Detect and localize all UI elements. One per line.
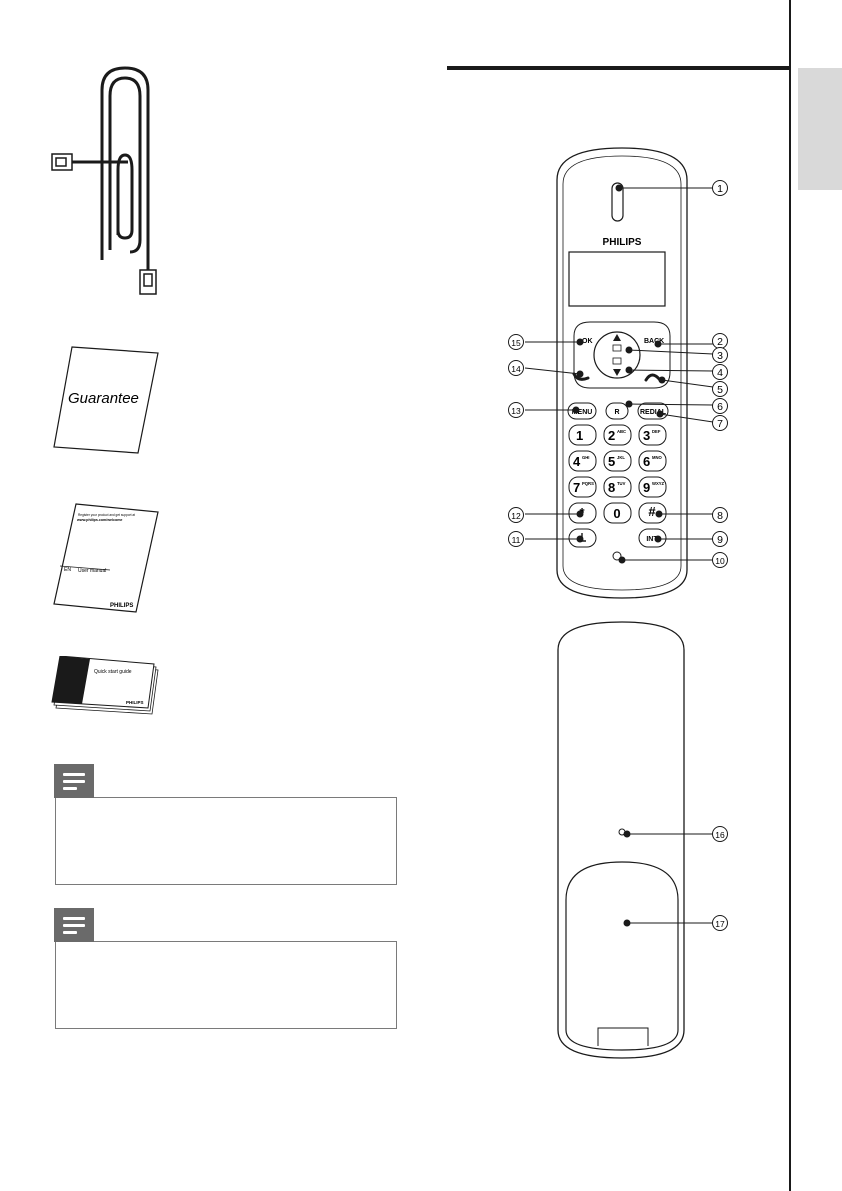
qsg-title: Quick start guide — [94, 669, 132, 675]
key-9[interactable] — [638, 476, 667, 498]
up-arrow-icon[interactable] — [613, 334, 621, 341]
note-icon — [54, 908, 94, 942]
handset-front-diagram: PHILIPS OK BACK MENU R REDIAL 1 2 ABC 3 … — [556, 147, 688, 599]
recall-key[interactable] — [605, 402, 629, 420]
telephone-line-cord-illustration — [51, 66, 157, 295]
key-5[interactable] — [603, 450, 632, 472]
key-7[interactable] — [568, 476, 597, 498]
guarantee-label: Guarantee — [68, 390, 139, 407]
key-4-digit: 4 — [573, 454, 581, 469]
battery-cover[interactable] — [565, 861, 679, 1051]
guarantee-booklet-illustration: Guarantee — [53, 346, 159, 454]
key-7-digit: 7 — [573, 480, 580, 495]
phonebook-icon — [612, 357, 622, 365]
back-key[interactable]: BACK — [644, 338, 664, 345]
intercom-key-label: INT — [646, 536, 658, 543]
display-screen — [568, 251, 666, 307]
note-box-1 — [55, 797, 397, 885]
quick-start-guide-illustration: Quick start guide PHILIPS — [51, 656, 159, 715]
hash-key[interactable] — [638, 502, 667, 524]
callout-16: 16 — [715, 830, 725, 840]
earpiece-icon — [611, 182, 624, 222]
key-1-digit: 1 — [576, 428, 583, 443]
key-2[interactable] — [603, 424, 632, 446]
section-side-tab — [798, 68, 842, 190]
note-icon — [54, 764, 94, 798]
manual-title: User manual — [78, 568, 106, 574]
hash-key-label: # — [648, 504, 656, 519]
section-top-rule — [447, 66, 789, 70]
key-4[interactable] — [568, 450, 597, 472]
key-6-letters: MNO — [652, 455, 663, 460]
key-4-letters: GHI — [582, 455, 589, 460]
key-5-letters: JKL — [617, 455, 625, 460]
menu-key-label: MENU — [572, 409, 593, 416]
intercom-key[interactable] — [638, 528, 667, 548]
talk-icon[interactable] — [572, 372, 590, 381]
key-2-letters: ABC — [617, 429, 626, 434]
key-1[interactable] — [568, 424, 597, 446]
callout-17: 17 — [715, 919, 725, 929]
key-8-letters: TUV — [617, 481, 626, 486]
note-box-2 — [55, 941, 397, 1029]
keypad: 1 2 ABC 3 DEF 4 GHI 5 JKL 6 MNO 7 PQRS 8… — [568, 424, 667, 498]
charging-contacts — [597, 1027, 649, 1046]
key-5-digit: 5 — [608, 454, 615, 469]
manual-lang: EN — [64, 567, 71, 573]
key-6-digit: 6 — [643, 454, 650, 469]
key-3[interactable] — [638, 424, 667, 446]
down-arrow-icon[interactable] — [613, 369, 621, 376]
key-8-digit: 8 — [608, 480, 615, 495]
page-edge-rule — [789, 0, 791, 1191]
manual-brand: PHILIPS — [110, 603, 133, 609]
key-6[interactable] — [638, 450, 667, 472]
ok-key[interactable]: OK — [582, 338, 593, 345]
handset-brand: PHILIPS — [603, 237, 642, 248]
manual-url-line1: Register your product and get support at — [78, 513, 135, 517]
key-3-letters: DEF — [652, 429, 661, 434]
user-manual-illustration: Register your product and get support at… — [53, 503, 159, 613]
zero-key-label: 0 — [613, 506, 620, 521]
key-9-letters: WXYZ — [652, 481, 665, 486]
qsg-brand: PHILIPS — [126, 700, 144, 705]
key-2-digit: 2 — [608, 428, 615, 443]
key-7-letters: PQRS — [582, 481, 594, 486]
redial-key-label: REDIAL — [640, 409, 667, 416]
manual-url-line2: www.philips.com/welcome — [76, 518, 122, 522]
key-9-digit: 9 — [643, 480, 650, 495]
zero-key[interactable] — [603, 502, 632, 524]
calllog-icon — [612, 344, 622, 352]
microphone-hole — [612, 551, 622, 561]
recall-key-label: R — [614, 409, 619, 416]
key-8[interactable] — [603, 476, 632, 498]
key-3-digit: 3 — [643, 428, 650, 443]
handset-back-diagram — [557, 621, 685, 1059]
